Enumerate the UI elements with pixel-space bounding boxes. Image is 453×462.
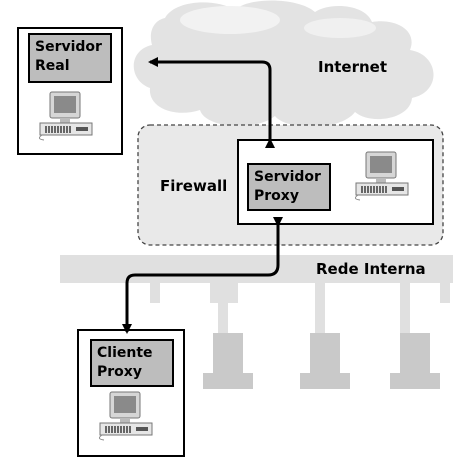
rede-interna-label: Rede Interna: [316, 260, 426, 278]
internet-cloud: [133, 0, 434, 127]
internet-connection-arrow: [148, 57, 275, 148]
client-connection-arrow: [122, 217, 283, 334]
servidor-proxy-label: Servidor Proxy: [247, 163, 331, 211]
internet-label: Internet: [318, 58, 388, 76]
network-computer-icon: [300, 333, 350, 389]
firewall-label: Firewall: [160, 177, 228, 195]
servidor-real-label: Servidor Real: [28, 33, 112, 83]
network-computer-icon: [390, 333, 440, 389]
cliente-proxy-label: Cliente Proxy: [90, 339, 174, 387]
network-computer-icon: [203, 333, 253, 389]
